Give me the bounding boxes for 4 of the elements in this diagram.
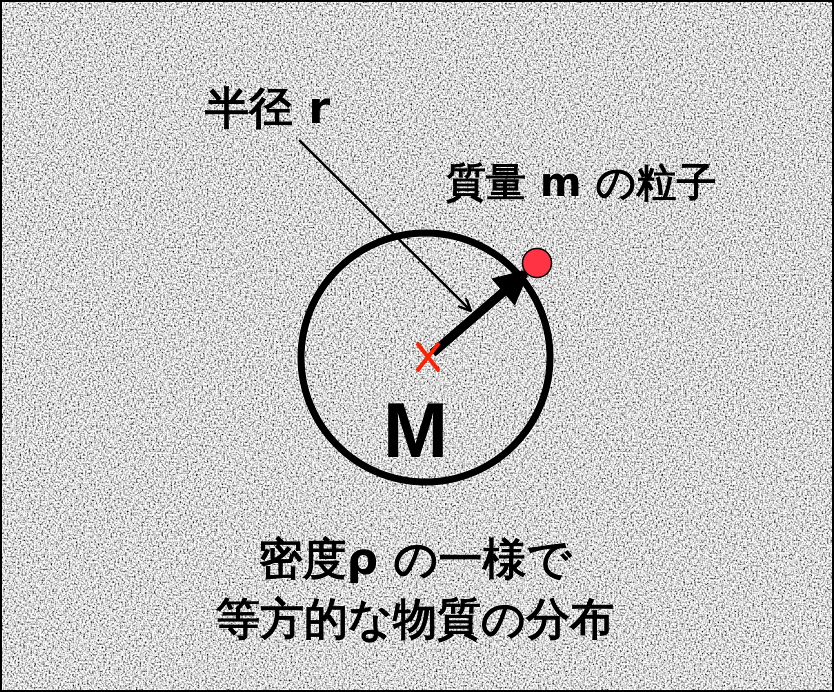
radius-arrow <box>430 268 530 356</box>
particle-label: 質量 m の粒子 <box>446 163 717 203</box>
radius-label: 半径 r <box>205 87 330 131</box>
ring <box>297 229 554 486</box>
